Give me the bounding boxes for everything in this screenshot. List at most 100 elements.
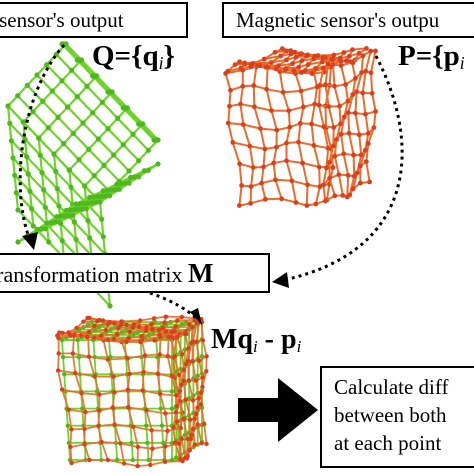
overlay-magnetic-node	[177, 441, 182, 446]
formula-p-lhs: P={p	[398, 40, 460, 72]
overlay-magnetic-node	[92, 374, 97, 379]
optical-grid-line	[122, 143, 140, 162]
magnetic-grid-node	[292, 49, 298, 55]
magnetic-grid-node	[274, 144, 279, 150]
magnetic-grid-line	[283, 90, 302, 94]
magnetic-grid-node	[316, 102, 322, 108]
overlay-magnetic-node	[185, 358, 191, 364]
magnetic-grid-line	[354, 91, 358, 114]
magnetic-grid-line	[370, 50, 377, 73]
magnetic-grid-node	[368, 48, 374, 54]
overlay-magnetic-node	[148, 462, 153, 468]
overlay-magnetic-line	[192, 428, 196, 445]
overlay-magnetic-line	[68, 408, 86, 413]
optical-grid-node	[68, 184, 74, 190]
overlay-magnetic-node	[199, 441, 204, 446]
overlay-magnetic-node	[82, 442, 87, 447]
overlay-magnetic-node	[158, 391, 163, 397]
overlay-magnetic-line	[120, 442, 139, 448]
overlay-optical-node	[65, 423, 70, 428]
magnetic-grid-line	[322, 167, 328, 186]
formula-p-sub: i	[459, 53, 465, 73]
magnetic-grid-line	[298, 141, 315, 147]
magnetic-grid-node	[356, 50, 362, 56]
overlay-magnetic-line	[140, 339, 155, 343]
overlay-magnetic-node	[174, 393, 179, 398]
magnetic-grid-node	[261, 164, 266, 170]
optical-grid-line	[87, 148, 105, 167]
optical-grid-node	[91, 194, 97, 200]
magnetic-grid-node	[252, 104, 257, 110]
overlay-magnetic-line	[201, 370, 208, 388]
optical-grid-node	[116, 186, 122, 192]
magnetic-grid-node	[353, 110, 358, 116]
magnetic-grid-line	[318, 104, 325, 127]
optical-grid-node	[54, 214, 60, 220]
overlay-magnetic-line	[182, 380, 187, 400]
magnetic-grid-line	[224, 73, 232, 91]
magnetic-grid-node	[304, 203, 310, 208]
overlay-magnetic-node	[69, 427, 74, 432]
magnetic-grid-line	[239, 103, 245, 125]
overlay-magnetic-node	[185, 453, 190, 459]
overlay-magnetic-node	[144, 408, 149, 413]
overlay-optical-line	[92, 339, 96, 358]
magnetic-grid-node	[284, 57, 289, 63]
magnetic-grid-node	[353, 76, 358, 81]
optical-grid-line	[59, 223, 64, 241]
overlay-magnetic-line	[175, 323, 190, 328]
magnetic-grid-node	[332, 153, 338, 159]
overlay-magnetic-line	[141, 333, 160, 338]
magnetic-sensor-output-label: Magnetic sensor's outpu	[222, 2, 474, 38]
optical-grid-node	[25, 171, 31, 177]
overlay-magnetic-node	[188, 436, 193, 441]
magnetic-grid-line	[371, 93, 377, 112]
magnetic-grid-node	[297, 51, 303, 57]
formula-q-rhs: }	[163, 40, 175, 72]
overlay-magnetic-line	[166, 356, 173, 377]
overlay-magnetic-node	[105, 337, 110, 343]
overlay-magnetic-line	[200, 386, 204, 405]
optical-grid-line	[39, 154, 57, 173]
magnetic-grid-node	[332, 83, 337, 89]
magnetic-grid-node	[349, 59, 355, 65]
magnetic-grid-line	[328, 145, 335, 163]
overlay-magnetic-node	[70, 351, 76, 356]
overlay-magnetic-node	[179, 314, 185, 320]
overlay-magnetic-node	[162, 459, 168, 464]
magnetic-grid-line	[275, 178, 292, 182]
magnetic-grid-line	[262, 148, 266, 168]
overlay-magnetic-line	[74, 372, 83, 394]
magnetic-grid-node	[363, 68, 369, 74]
overlay-magnetic-node	[160, 325, 166, 331]
overlay-magnetic-node	[125, 356, 130, 361]
magnetic-grid-node	[237, 203, 242, 209]
optical-grid-line	[76, 59, 94, 77]
optical-grid-node	[52, 219, 58, 225]
magnetic-grid-node	[280, 46, 285, 51]
optical-grid-node	[120, 105, 126, 111]
overlay-magnetic-node	[156, 327, 162, 332]
overlay-magnetic-line	[137, 446, 153, 450]
optical-grid-node	[41, 187, 47, 193]
overlay-magnetic-line	[84, 425, 99, 430]
overlay-magnetic-node	[107, 320, 113, 325]
magnetic-grid-line	[249, 145, 266, 150]
overlay-magnetic-node	[74, 325, 79, 331]
magnetic-grid-node	[329, 56, 335, 62]
magnetic-grid-line	[314, 186, 321, 205]
overlay-magnetic-line	[185, 399, 192, 420]
optical-grid-line	[103, 164, 121, 183]
overlay-magnetic-node	[181, 367, 187, 373]
magnetic-grid-node	[258, 126, 263, 131]
overlay-magnetic-line	[146, 409, 166, 415]
formula-mq-minus: - p	[257, 324, 297, 355]
optical-grid-node	[126, 180, 132, 186]
result-arrow[interactable]	[238, 378, 318, 442]
overlay-magnetic-line	[195, 341, 201, 361]
optical-grid-node	[107, 193, 113, 199]
optical-grid-node	[90, 73, 96, 79]
optical-grid-node	[56, 219, 62, 225]
magnetic-grid-line	[333, 155, 340, 175]
overlay-magnetic-node	[84, 334, 90, 340]
